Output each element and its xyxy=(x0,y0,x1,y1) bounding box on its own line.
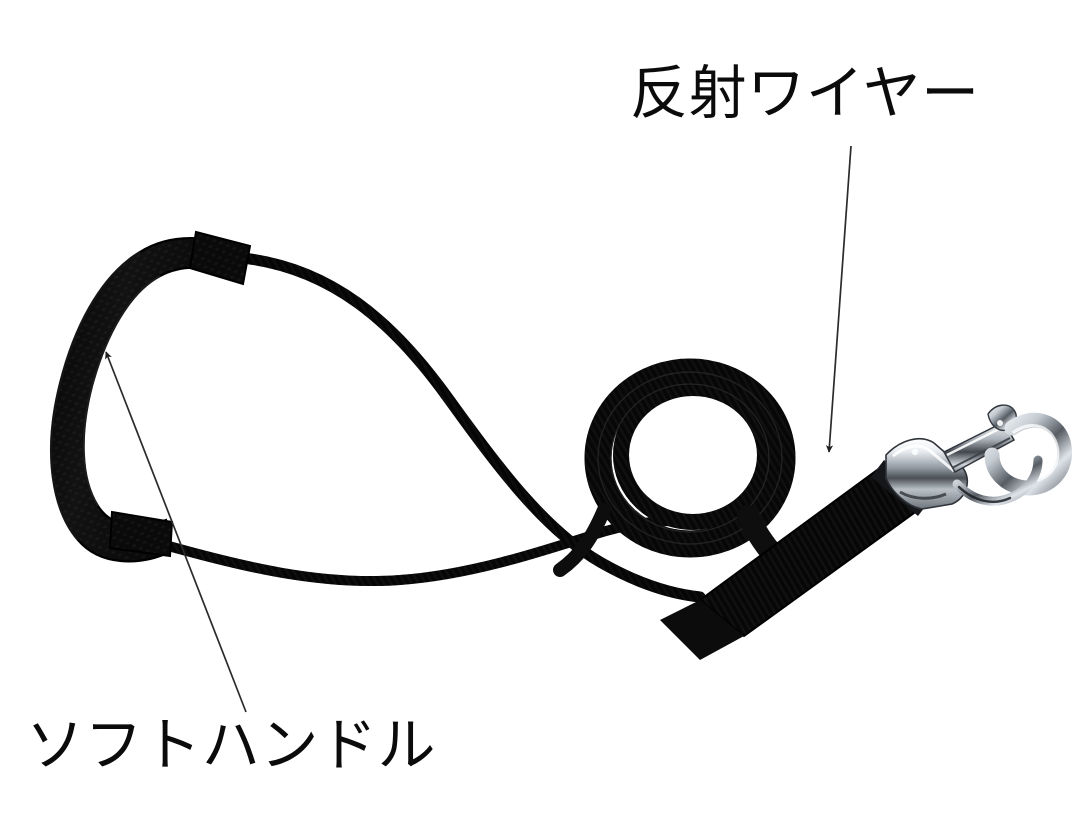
coiled-webbing-loop xyxy=(553,358,801,581)
metal-snap-hook-clip xyxy=(871,404,1073,516)
padded-mesh-handle xyxy=(50,230,252,563)
callout-leader-lines xyxy=(105,145,852,713)
callout-label-soft-handle: ソフトハンドル xyxy=(26,711,437,779)
callout-label-reflective-wire: 反射ワイヤー xyxy=(630,59,980,127)
leader-line-soft-handle xyxy=(105,351,247,713)
leader-line-reflective-wire xyxy=(825,145,852,453)
